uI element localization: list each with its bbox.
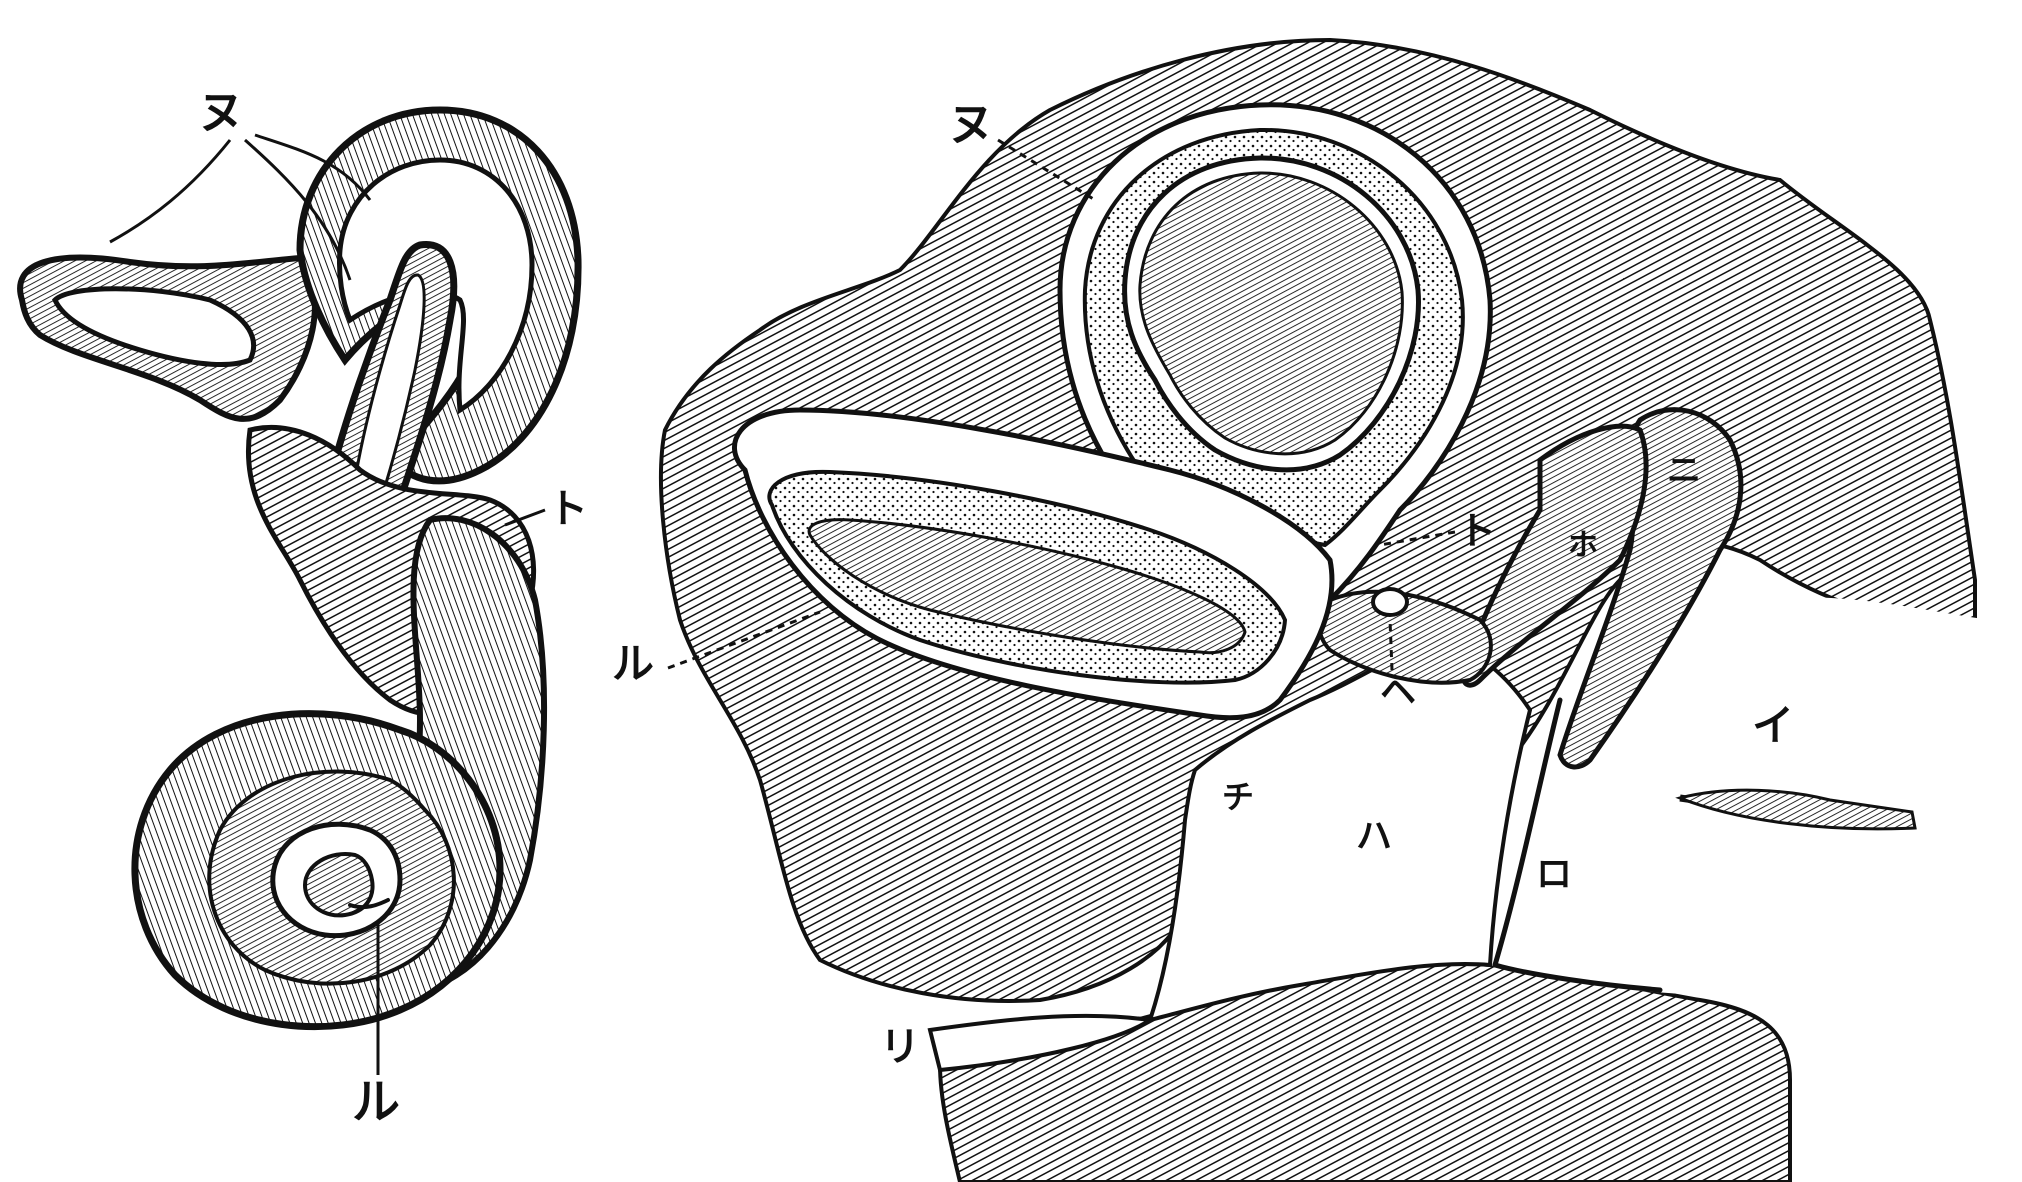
left-label-ru: ル (352, 1074, 400, 1130)
left-figure-labyrinth: ヌ ト ル (20, 85, 588, 1130)
left-label-to: ト (548, 485, 588, 532)
right-label-ha: ハ (1356, 815, 1392, 857)
right-label-ho: ホ (1568, 528, 1598, 563)
left-label-nu: ヌ (198, 85, 244, 139)
right-label-ru: ル (612, 639, 654, 688)
right-label-nu: ヌ (948, 97, 994, 151)
right-label-ni: ニ (1667, 451, 1701, 491)
right-label-chi: チ (1222, 778, 1254, 816)
right-label-ro: ロ (1536, 853, 1572, 895)
floor-bone-mass (940, 964, 1790, 1182)
right-label-i: イ (1752, 701, 1794, 750)
right-label-he: ヘ (1380, 671, 1416, 713)
right-label-ri: リ (880, 1023, 920, 1070)
left-leader-nu-1 (110, 140, 230, 242)
right-figure-section: ヌ ト ル ヘ チ ニ ホ イ ハ ロ リ (612, 40, 1990, 1182)
oval-window (1373, 589, 1407, 615)
right-label-to: ト (1458, 508, 1496, 553)
